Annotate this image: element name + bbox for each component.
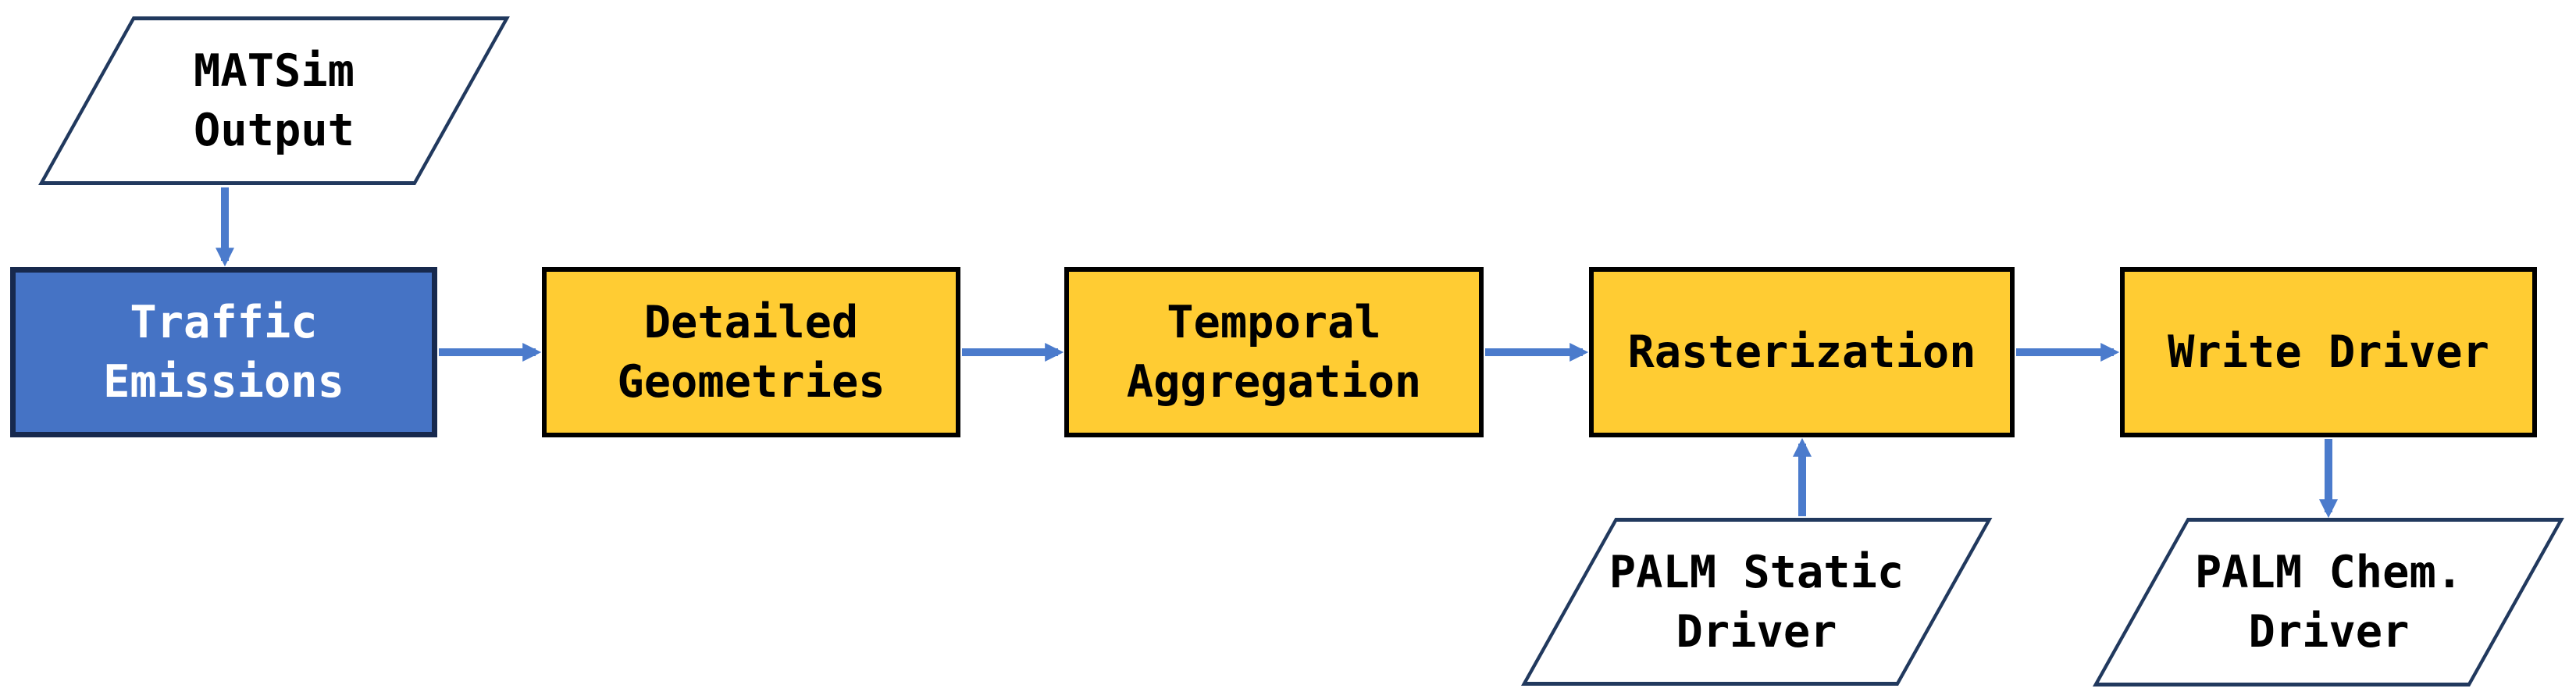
palm-static-driver-text: PALM Static Driver	[1609, 546, 1904, 658]
node-palm-static-driver-label: PALM Static Driver	[1521, 518, 1992, 686]
detailed-geometries-text: Detailed Geometries	[617, 297, 885, 408]
node-matsim-output-label: MATSim Output	[38, 16, 510, 185]
node-temporal-aggregation: Temporal Aggregation	[1064, 267, 1484, 437]
traffic-emissions-text: Traffic Emissions	[103, 297, 344, 408]
node-palm-chem-driver-label: PALM Chem. Driver	[2093, 518, 2565, 687]
node-traffic-emissions: Traffic Emissions	[10, 267, 437, 437]
matsim-output-text: MATSim Output	[194, 45, 355, 156]
palm-chem-driver-text: PALM Chem. Driver	[2194, 547, 2464, 658]
node-rasterization: Rasterization	[1589, 267, 2015, 437]
write-driver-text: Write Driver	[2168, 326, 2489, 378]
temporal-aggregation-text: Temporal Aggregation	[1126, 297, 1422, 408]
node-detailed-geometries: Detailed Geometries	[542, 267, 960, 437]
node-write-driver: Write Driver	[2120, 267, 2537, 437]
rasterization-text: Rasterization	[1627, 326, 1976, 378]
